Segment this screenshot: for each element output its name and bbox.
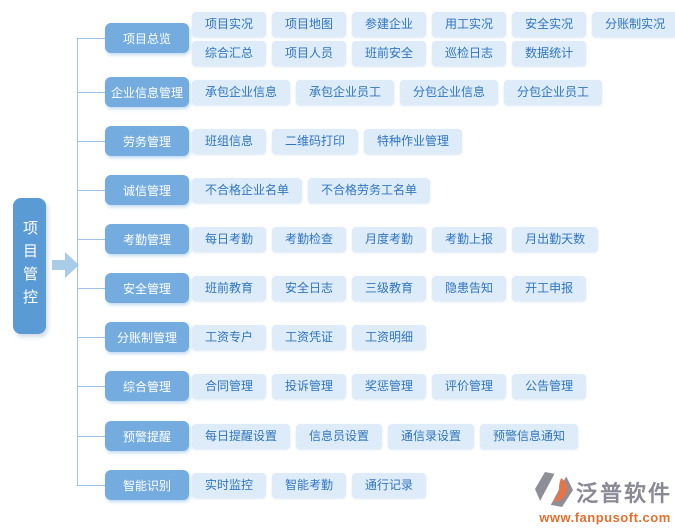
feature-chip[interactable]: 项目地图: [272, 12, 347, 37]
feature-chip[interactable]: 工资明细: [352, 325, 427, 350]
feature-chip[interactable]: 特种作业管理: [364, 129, 463, 154]
category-node-7[interactable]: 分账制管理: [105, 322, 189, 352]
feature-chip[interactable]: 开工申报: [512, 276, 587, 301]
connector-line: [77, 485, 105, 486]
feature-chip[interactable]: 工资专户: [192, 325, 267, 350]
feature-chip[interactable]: 智能考勤: [272, 473, 347, 498]
category-items-2: 承包企业信息承包企业员工分包企业信息分包企业员工: [192, 80, 603, 105]
vendor-logo: 泛普软件 www.fanpusoft.com: [534, 469, 675, 525]
feature-chip[interactable]: 信息员设置: [296, 424, 383, 449]
category-node-6[interactable]: 安全管理: [105, 273, 189, 303]
feature-chip[interactable]: 不合格企业名单: [192, 178, 303, 203]
category-items-8: 合同管理投诉管理奖惩管理评价管理公告管理: [192, 374, 587, 399]
connector-line: [77, 436, 105, 437]
connector-line: [77, 337, 105, 338]
feature-chip[interactable]: 班组信息: [192, 129, 267, 154]
feature-chip[interactable]: 班前教育: [192, 276, 267, 301]
category-node-2[interactable]: 企业信息管理: [105, 77, 189, 107]
feature-chip[interactable]: 安全实况: [512, 12, 587, 37]
category-items-10: 实时监控智能考勤通行记录: [192, 473, 427, 498]
category-items-4: 不合格企业名单不合格劳务工名单: [192, 178, 431, 203]
category-node-5[interactable]: 考勤管理: [105, 224, 189, 254]
connector-trunk: [77, 38, 78, 485]
vendor-logo-url: www.fanpusoft.com: [539, 510, 671, 525]
feature-chip[interactable]: 三级教育: [352, 276, 427, 301]
feature-chip[interactable]: 月度考勤: [352, 227, 427, 252]
connector-line: [77, 190, 105, 191]
vendor-logo-icon: [534, 469, 574, 513]
feature-chip[interactable]: 工资凭证: [272, 325, 347, 350]
feature-chip[interactable]: 不合格劳务工名单: [308, 178, 431, 203]
vendor-logo-text: 泛普软件: [576, 481, 673, 506]
feature-chip[interactable]: 分包企业信息: [400, 80, 499, 105]
category-items-9: 每日提醒设置信息员设置通信录设置预警信息通知: [192, 424, 579, 449]
category-node-10[interactable]: 智能识别: [105, 470, 189, 500]
feature-chip[interactable]: 每日考勤: [192, 227, 267, 252]
category-items-3: 班组信息二维码打印特种作业管理: [192, 129, 463, 154]
category-items-5: 每日考勤考勤检查月度考勤考勤上报月出勤天数: [192, 227, 599, 252]
feature-chip[interactable]: 合同管理: [192, 374, 267, 399]
feature-chip[interactable]: 实时监控: [192, 473, 267, 498]
feature-chip[interactable]: 通信录设置: [388, 424, 475, 449]
connector-line: [77, 386, 105, 387]
feature-chip[interactable]: 评价管理: [432, 374, 507, 399]
category-items-1: 项目实况项目地图参建企业用工实况安全实况分账制实况综合汇总项目人员班前安全巡检日…: [192, 12, 675, 66]
category-node-1[interactable]: 项目总览: [105, 23, 189, 53]
feature-chip[interactable]: 用工实况: [432, 12, 507, 37]
connector-line: [77, 239, 105, 240]
feature-chip[interactable]: 公告管理: [512, 374, 587, 399]
feature-chip[interactable]: 分账制实况: [592, 12, 675, 37]
feature-chip[interactable]: 项目人员: [272, 41, 347, 66]
feature-chip[interactable]: 通行记录: [352, 473, 427, 498]
root-node-label: 项目管控: [21, 220, 38, 312]
feature-chip[interactable]: 巡检日志: [432, 41, 507, 66]
connector-line: [77, 38, 105, 39]
right-arrow-icon: [52, 250, 79, 285]
feature-chip[interactable]: 考勤检查: [272, 227, 347, 252]
connector-line: [77, 288, 105, 289]
feature-chip[interactable]: 项目实况: [192, 12, 267, 37]
feature-chip[interactable]: 综合汇总: [192, 41, 267, 66]
feature-chip[interactable]: 投诉管理: [272, 374, 347, 399]
connector-line: [77, 92, 105, 93]
feature-chip[interactable]: 隐患告知: [432, 276, 507, 301]
category-node-8[interactable]: 综合管理: [105, 371, 189, 401]
feature-chip[interactable]: 每日提醒设置: [192, 424, 291, 449]
feature-chip[interactable]: 安全日志: [272, 276, 347, 301]
feature-chip[interactable]: 承包企业员工: [296, 80, 395, 105]
root-node[interactable]: 项目管控: [13, 198, 46, 334]
category-node-3[interactable]: 劳务管理: [105, 126, 189, 156]
feature-chip[interactable]: 考勤上报: [432, 227, 507, 252]
connector-line: [77, 141, 105, 142]
category-items-6: 班前教育安全日志三级教育隐患告知开工申报: [192, 276, 587, 301]
feature-chip[interactable]: 预警信息通知: [480, 424, 579, 449]
feature-chip[interactable]: 参建企业: [352, 12, 427, 37]
feature-chip[interactable]: 数据统计: [512, 41, 587, 66]
feature-chip[interactable]: 二维码打印: [272, 129, 359, 154]
category-node-4[interactable]: 诚信管理: [105, 175, 189, 205]
feature-chip[interactable]: 奖惩管理: [352, 374, 427, 399]
category-node-9[interactable]: 预警提醒: [105, 421, 189, 451]
category-items-7: 工资专户工资凭证工资明细: [192, 325, 427, 350]
feature-chip[interactable]: 班前安全: [352, 41, 427, 66]
feature-chip[interactable]: 承包企业信息: [192, 80, 291, 105]
feature-chip[interactable]: 分包企业员工: [504, 80, 603, 105]
feature-chip[interactable]: 月出勤天数: [512, 227, 599, 252]
